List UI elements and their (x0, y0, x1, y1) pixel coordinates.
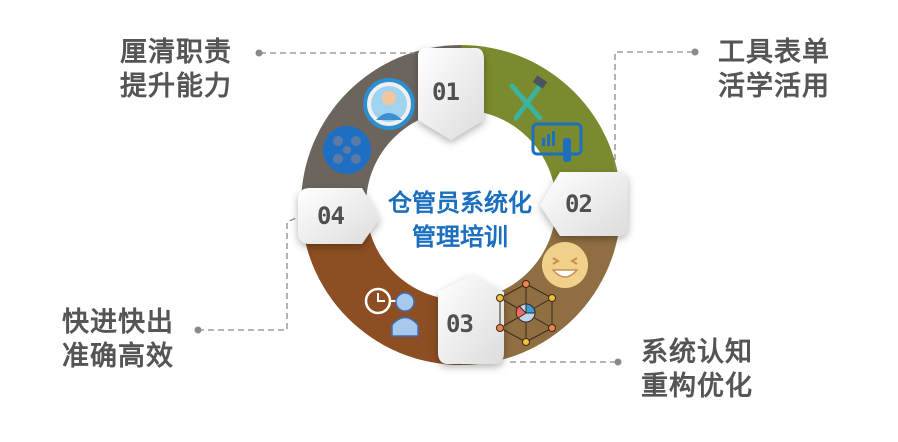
connector-04 (198, 217, 297, 331)
center-title-line1: 仓管员系统化 (388, 189, 532, 217)
step-label-03: 系统认知 重构优化 (641, 336, 753, 404)
step-number-03: 03 (446, 310, 474, 338)
touch-tablet-chart-icon (531, 122, 583, 162)
step-label-02-line1: 工具表单 (718, 37, 830, 68)
person-avatar-icon (363, 78, 415, 130)
step-label-01: 厘清职责 提升能力 (120, 36, 232, 104)
step-label-01-line1: 厘清职责 (120, 37, 232, 68)
step-label-04-line1: 快进快出 (62, 307, 174, 338)
step-number-04: 04 (317, 202, 345, 230)
tab-04 (298, 188, 380, 244)
center-title-line2: 管理培训 (412, 223, 508, 251)
worker-icon (391, 292, 419, 337)
connector-02 (614, 51, 693, 170)
tab-02 (540, 172, 628, 236)
connector-dot-04 (194, 326, 202, 334)
step-number-02: 02 (565, 190, 593, 218)
connector-dot-03 (614, 358, 622, 366)
step-label-03-line2: 重构优化 (641, 371, 753, 402)
data-cube-icon (496, 280, 556, 346)
step-label-01-line2: 提升能力 (120, 71, 232, 102)
network-nodes-icon (323, 126, 371, 174)
step-number-01: 01 (432, 78, 460, 106)
connector-dot-02 (691, 48, 699, 56)
segment-04 (301, 205, 461, 365)
tab-03 (438, 275, 504, 364)
center-title: 仓管员系统化 管理培训 (360, 186, 560, 254)
step-label-02: 工具表单 活学活用 (718, 36, 830, 104)
step-label-04: 快进快出 准确高效 (62, 306, 174, 374)
step-label-03-line1: 系统认知 (641, 337, 753, 368)
connector-dot-01 (255, 49, 263, 57)
step-label-04-line2: 准确高效 (62, 341, 174, 372)
step-label-02-line2: 活学活用 (718, 71, 830, 102)
tools-icon (509, 75, 548, 121)
laughing-face-icon (542, 242, 588, 288)
connectors (198, 51, 693, 363)
tab-01 (418, 48, 484, 140)
